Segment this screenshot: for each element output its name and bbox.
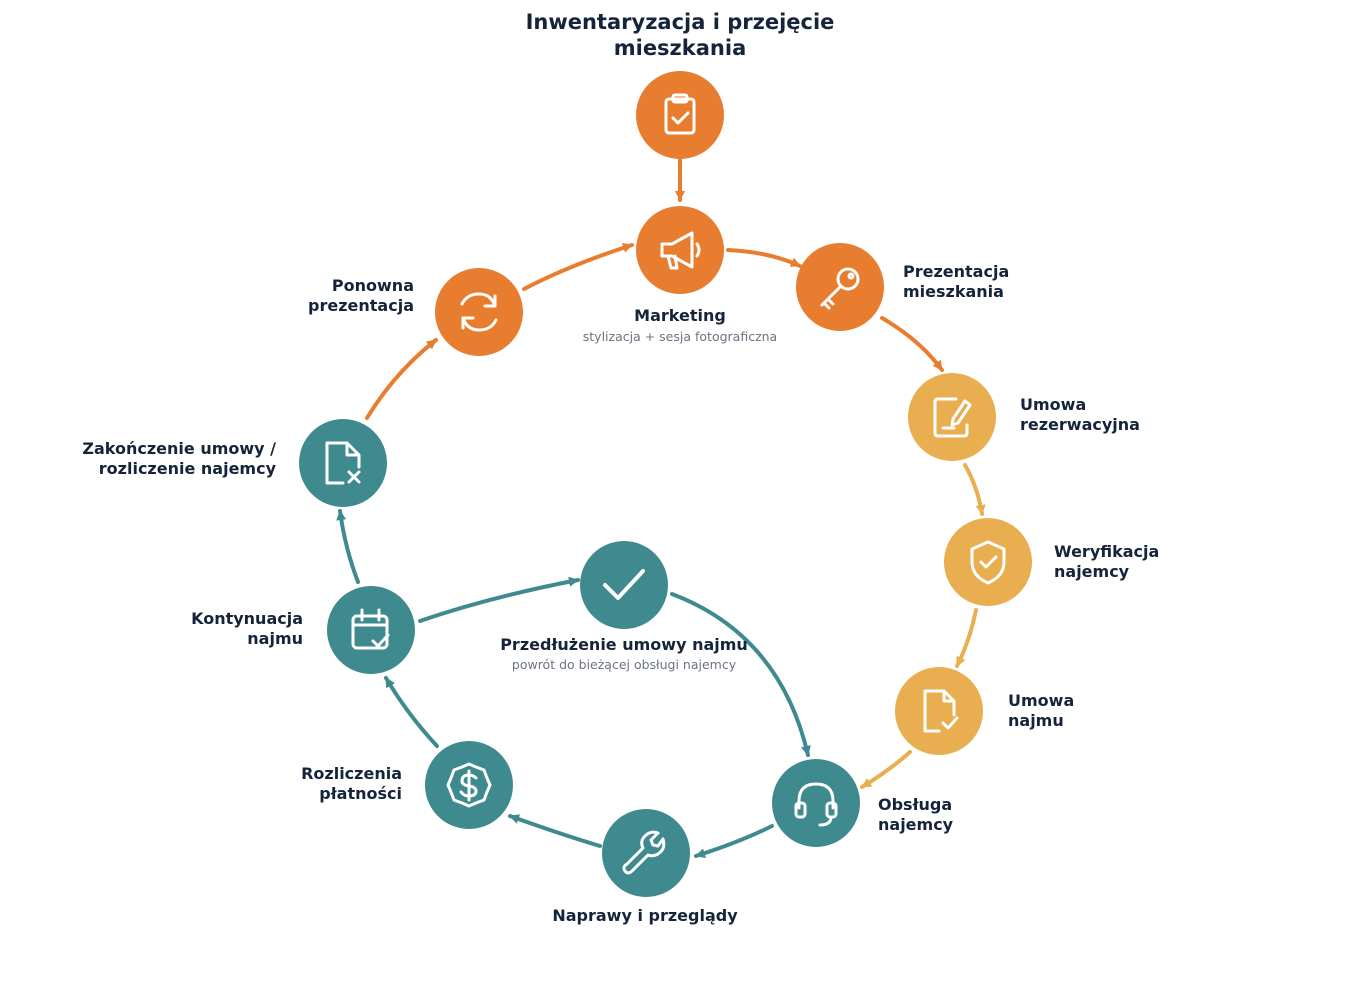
label-naprawy: Naprawy i przeglądy bbox=[520, 906, 770, 926]
label-marketing: Marketing bbox=[580, 306, 780, 326]
label-line: mieszkania bbox=[903, 282, 1004, 301]
label-zakonczenie: Zakończenie umowy / rozliczenie najemcy bbox=[40, 439, 276, 479]
shield-check-icon bbox=[970, 540, 1006, 585]
node-marketing bbox=[636, 206, 724, 294]
node-obsluga bbox=[772, 759, 860, 847]
node-przedluzenie bbox=[580, 541, 668, 629]
label-line: Zakończenie umowy / bbox=[82, 439, 276, 458]
arrow-kontynuacja-przedluzenie bbox=[418, 576, 580, 623]
label-line: Naprawy i przeglądy bbox=[552, 906, 738, 925]
arrow-przedluzenie-obsluga bbox=[670, 592, 811, 757]
label-ponowna: Ponowna prezentacja bbox=[234, 276, 414, 316]
arrow-umowa-obsluga bbox=[860, 750, 912, 789]
arrow-marketing-prezentacja bbox=[726, 248, 802, 268]
node-zakonczenie bbox=[299, 419, 387, 507]
megaphone-icon bbox=[660, 231, 701, 270]
node-circle bbox=[636, 71, 724, 159]
node-prezentacja bbox=[796, 243, 884, 331]
label-prezentacja: Prezentacja mieszkania bbox=[903, 262, 1009, 302]
node-rozliczenia bbox=[425, 741, 513, 829]
step-nodes bbox=[299, 71, 1032, 897]
label-weryfikacja: Weryfikacja najemcy bbox=[1054, 542, 1159, 582]
key-icon bbox=[820, 267, 860, 310]
check-icon bbox=[603, 569, 645, 600]
document-pen-icon bbox=[933, 397, 972, 438]
arrow-kontynuacja-zakonczenie bbox=[336, 509, 360, 584]
arrow-naprawy-rozliczenia bbox=[508, 814, 602, 848]
label-umowa: Umowa najmu bbox=[1008, 691, 1074, 731]
label-line: Rozliczenia bbox=[301, 764, 402, 783]
node-circle bbox=[602, 809, 690, 897]
label-line: najemcy bbox=[1054, 562, 1130, 581]
node-circle bbox=[435, 268, 523, 356]
node-circle bbox=[299, 419, 387, 507]
node-circle bbox=[636, 206, 724, 294]
node-circle bbox=[944, 518, 1032, 606]
label-line: najmu bbox=[1008, 711, 1064, 730]
label-kontynuacja: Kontynuacja najmu bbox=[123, 609, 303, 649]
label-line: rozliczenie najemcy bbox=[98, 459, 276, 478]
wrench-icon bbox=[622, 830, 666, 875]
calendar-check-icon bbox=[351, 608, 390, 650]
label-line: płatności bbox=[319, 784, 402, 803]
label-line: Umowa bbox=[1008, 691, 1075, 710]
node-naprawy bbox=[602, 809, 690, 897]
label-line: Przedłużenie umowy najmu bbox=[500, 635, 748, 654]
flow-arrows bbox=[336, 158, 986, 859]
arrow-zakonczenie-ponowna bbox=[365, 338, 438, 420]
arrow-rezerwacja-weryfikacja bbox=[963, 463, 986, 516]
node-kontynuacja bbox=[327, 586, 415, 674]
sublabel-marketing: stylizacja + sesja fotograficzna bbox=[582, 329, 778, 344]
label-line: Weryfikacja bbox=[1054, 542, 1160, 561]
refresh-icon bbox=[460, 292, 498, 332]
label-line: Obsługa bbox=[878, 795, 953, 814]
label-line: Ponowna bbox=[331, 276, 414, 295]
node-rezerwacja bbox=[908, 373, 996, 461]
arrow-obsluga-naprawy bbox=[694, 824, 774, 859]
node-circle bbox=[580, 541, 668, 629]
label-przedluzenie: Przedłużenie umowy najmu bbox=[474, 635, 774, 655]
label-obsluga: Obsługa najemcy bbox=[878, 795, 953, 835]
label-line: Prezentacja bbox=[903, 262, 1010, 281]
document-check-icon bbox=[923, 689, 959, 733]
title-line-1: Inwentaryzacja i przejęcie bbox=[525, 10, 835, 34]
node-circle bbox=[772, 759, 860, 847]
title-line-2: mieszkania bbox=[613, 36, 747, 60]
sublabel-przedluzenie: powrót do bieżącej obsługi najemcy bbox=[511, 657, 737, 672]
label-line: Umowa bbox=[1020, 395, 1087, 414]
label-line: najmu bbox=[247, 629, 303, 648]
headset-icon bbox=[794, 782, 838, 827]
node-weryfikacja bbox=[944, 518, 1032, 606]
node-circle bbox=[908, 373, 996, 461]
label-line: Kontynuacja bbox=[191, 609, 303, 628]
label-line: Marketing bbox=[634, 306, 726, 325]
label-rezerwacja: Umowa rezerwacyjna bbox=[1020, 395, 1140, 435]
node-circle bbox=[327, 586, 415, 674]
label-rozliczenia: Rozliczenia płatności bbox=[222, 764, 402, 804]
arrow-prezentacja-rezerwacja bbox=[880, 316, 944, 372]
label-line: rezerwacyjna bbox=[1020, 415, 1140, 434]
node-inwentaryzacja bbox=[636, 71, 724, 159]
arrow-weryfikacja-umowa bbox=[955, 608, 978, 668]
document-x-icon bbox=[325, 441, 361, 485]
arrow-rozliczenia-kontynuacja bbox=[384, 676, 439, 748]
label-line: prezentacja bbox=[308, 296, 414, 315]
node-circle bbox=[895, 667, 983, 755]
node-ponowna bbox=[435, 268, 523, 356]
clipboard-check-icon bbox=[664, 93, 696, 135]
diagram-title: Inwentaryzacja i przejęcie mieszkania bbox=[480, 9, 880, 61]
label-line: najemcy bbox=[878, 815, 954, 834]
dollar-badge-icon bbox=[446, 762, 492, 808]
arrow-ponowna-marketing bbox=[522, 243, 634, 291]
node-umowa bbox=[895, 667, 983, 755]
